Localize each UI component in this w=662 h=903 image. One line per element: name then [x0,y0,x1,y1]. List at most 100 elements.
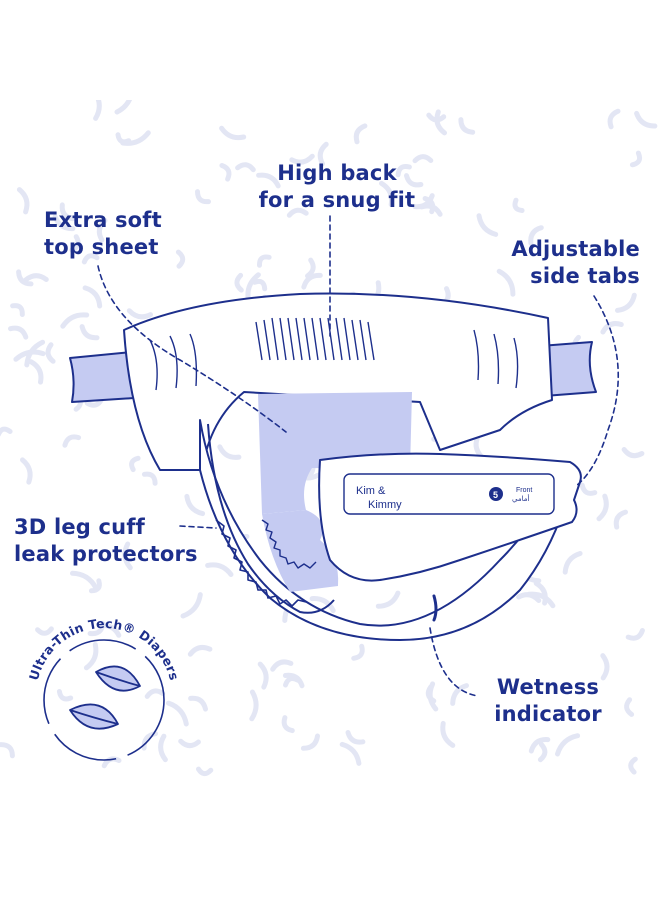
texture-squiggle [629,150,643,168]
texture-squiggle [351,643,365,661]
brand-line-1: Kim & [356,485,386,497]
texture-squiggle [166,700,189,727]
texture-squiggle [62,434,82,448]
texture-squiggle [579,482,598,496]
texture-squiggle [555,733,581,757]
texture-squiggle [23,273,49,283]
texture-squiggle [624,697,635,717]
texture-squiggle [235,162,256,173]
absorbent-core [258,392,412,514]
size-number: 5 [493,490,498,500]
texture-squiggle [257,661,269,690]
texture-squiggle [187,644,213,657]
texture-squiggle [600,653,610,681]
texture-squiggle [317,141,329,167]
callout-wetness-indicator: Wetness indicator [494,675,602,726]
callout-side-tabs: Adjustable side tabs [511,237,640,288]
texture-squiggle [69,234,81,253]
texture-squiggle [425,684,437,704]
texture-squiggle [562,551,583,575]
texture-squiggle [144,688,166,699]
texture-squiggle [97,623,122,638]
texture-squiggle [339,741,362,766]
texture-squiggle [0,426,13,437]
leaf-icon [69,665,141,730]
right-side-tab [539,341,597,397]
texture-squiggle [219,125,247,141]
texture-squiggle [180,592,203,619]
badge-ring [43,639,165,761]
leg-cuff [207,423,335,614]
texture-squiggle [353,123,368,145]
texture-squiggle [219,163,232,182]
texture-squiggle [196,766,214,777]
texture-squiggle [56,689,74,702]
texture-squiggle [126,308,153,320]
texture-squiggle [257,254,272,268]
texture-squiggle [184,493,206,517]
texture-squiggle [301,272,323,290]
texture-squiggle [422,196,436,215]
texture-squiggle [496,268,516,297]
texture-squiggle [79,324,100,341]
callout-top-sheet: Extra soft top sheet [44,208,162,259]
texture-squiggle [16,187,30,215]
texture-squiggle [252,278,268,292]
texture-squiggle [20,457,33,485]
texture-squiggle [82,285,103,309]
texture-squiggle [379,180,395,208]
texture-squiggle [115,132,132,145]
texture-squiggle [70,570,99,591]
texture-squiggle [533,580,548,606]
texture-squiggle [395,163,412,178]
texture-squiggle [309,596,336,614]
texture-squiggle [528,737,551,754]
leader-top-sheet [97,265,287,433]
texture-squiggle [24,339,46,368]
absorbent-core-lower [262,510,339,592]
texture-squiggle [600,321,624,335]
callout-leg-cuff: 3D leg cuff leak protectors [14,515,198,566]
texture-squiggle [114,100,133,115]
texture-squiggle [345,730,366,745]
texture-squiggle [596,493,609,522]
leg-cuff-ruffle [215,519,307,607]
texture-squiggle [217,444,242,460]
texture-squiggle [607,108,621,130]
texture-squiggle [412,193,435,210]
back-elastic-pleats [149,317,519,391]
texture-squiggle [28,359,44,385]
texture-squiggle [178,738,201,749]
texture-squiggle [305,257,316,279]
texture-squiggle [270,659,294,672]
leader-side-tabs [575,295,620,487]
texture-squiggle [615,292,637,313]
texture-squiggle [188,695,208,712]
texture-squiggle [375,590,401,609]
front-label: Front [516,487,532,494]
texture-squiggle [81,253,100,265]
texture-squiggle [158,733,168,763]
texture-squiggle [245,272,261,303]
leader-leg-cuff [179,525,217,529]
back-waistband [123,292,553,471]
texture-squiggle [8,325,29,340]
texture-squiggle [0,742,15,759]
size-badge [489,487,503,501]
leg-cuff-ruffle-inner [261,519,317,569]
texture-squiggle [458,117,476,135]
texture-squiggle [450,683,469,706]
texture-squiggle [476,213,499,237]
texture-squiggle [129,455,141,473]
texture-squiggle [195,189,211,205]
texture-squiggle [45,342,56,364]
front-label-arabic: أمامي [512,494,529,503]
texture-squiggle [93,100,102,121]
texture-squiggle [122,541,133,571]
texture-squiggle [234,272,244,293]
texture-squiggle [205,562,234,577]
texture-squiggle [528,225,544,246]
texture-squiggle [440,720,456,748]
